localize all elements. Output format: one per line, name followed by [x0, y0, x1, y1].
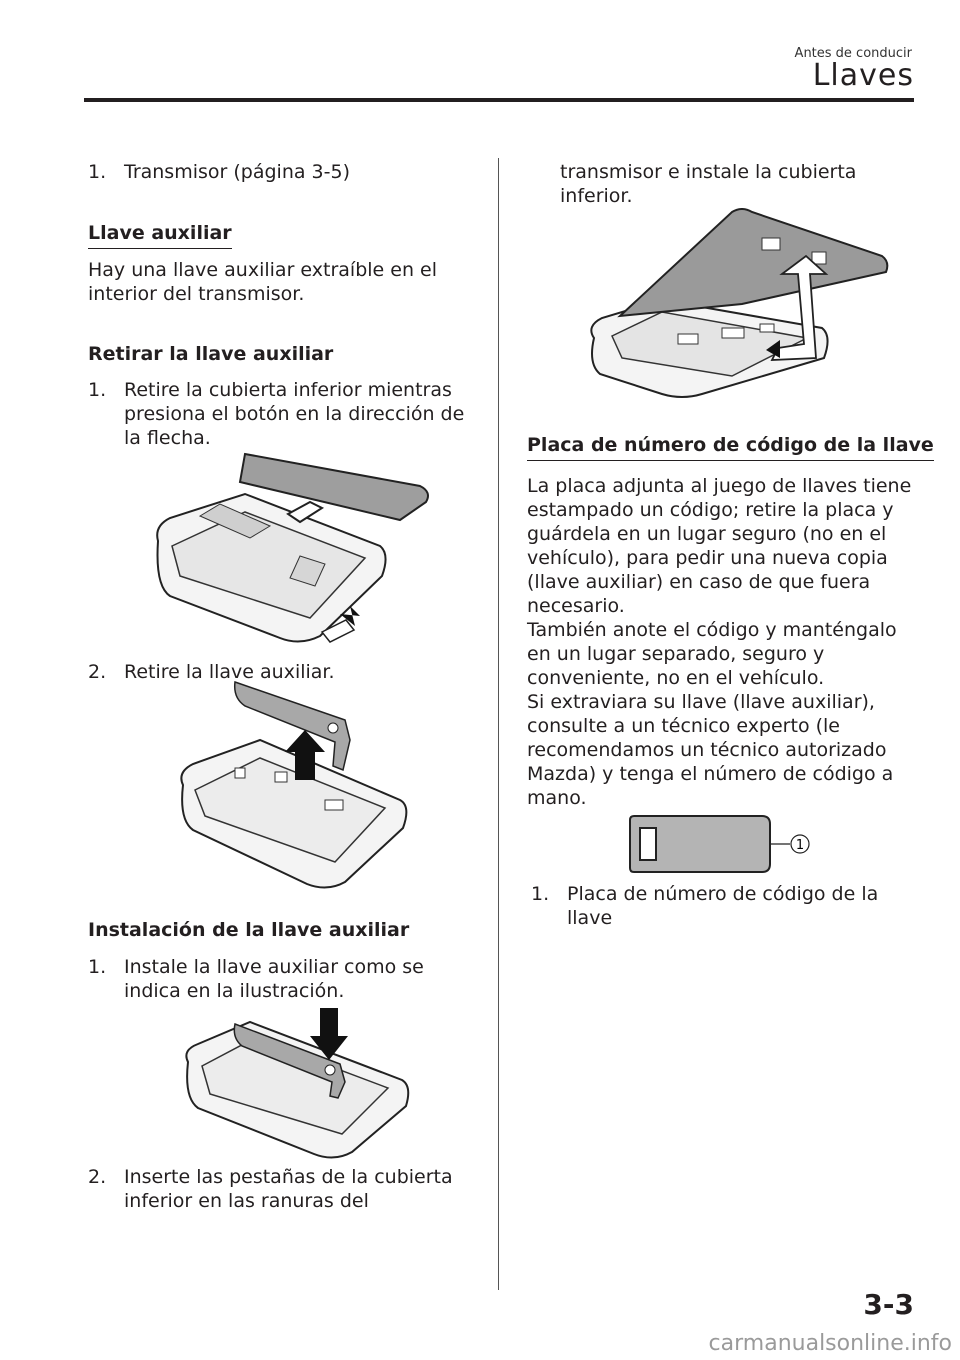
install-aux-key-illustration — [185, 1008, 410, 1159]
watermark: carmanualsonline.info — [708, 1331, 952, 1356]
remove-step-2: 2. Retire la llave auxiliar. — [88, 661, 335, 683]
aux-key-heading: Llave auxiliar — [88, 221, 232, 249]
install-step-1: 1. Instale la llave auxiliar como se ind… — [88, 956, 424, 1002]
code-plate-heading: Placa de número de código de la llave — [527, 433, 934, 461]
aux-key-intro: Hay una llave auxiliar extraíble en el i… — [88, 259, 438, 305]
install-key-heading: Instalación de la llave auxiliar — [88, 919, 410, 941]
continued-step-text: transmisor e instale la cubierta inferio… — [560, 161, 857, 207]
list-item-transmitter: 1. Transmisor (página 3-5) — [88, 161, 350, 183]
code-paragraph-1: La placa adjunta al juego de llaves tien… — [527, 475, 912, 617]
remove-step-1: 1. Retire la cubierta inferior mientras … — [88, 379, 465, 449]
install-step-2: 2. Inserte las pestañas de la cubierta i… — [88, 1166, 453, 1212]
page-number: 3-3 — [863, 1288, 914, 1321]
remove-key-heading: Retirar la llave auxiliar — [88, 343, 334, 365]
remove-cover-illustration — [156, 452, 429, 643]
code-paragraph-2: También anote el código y manténgalo en … — [527, 619, 897, 689]
callout-number: 1 — [796, 838, 804, 853]
code-plate-illustration: 1 — [629, 815, 810, 873]
column-divider — [498, 158, 499, 1290]
install-cover-illustration — [590, 208, 889, 398]
header-rule — [84, 98, 914, 102]
remove-aux-key-illustration — [180, 680, 408, 889]
chapter-title: Llaves — [812, 58, 914, 93]
code-paragraph-3: Si extraviara su llave (llave auxiliar),… — [527, 691, 894, 809]
code-plate-caption: 1. Placa de número de código de la llave — [531, 883, 879, 929]
section-title: Antes de conducir — [794, 46, 912, 61]
